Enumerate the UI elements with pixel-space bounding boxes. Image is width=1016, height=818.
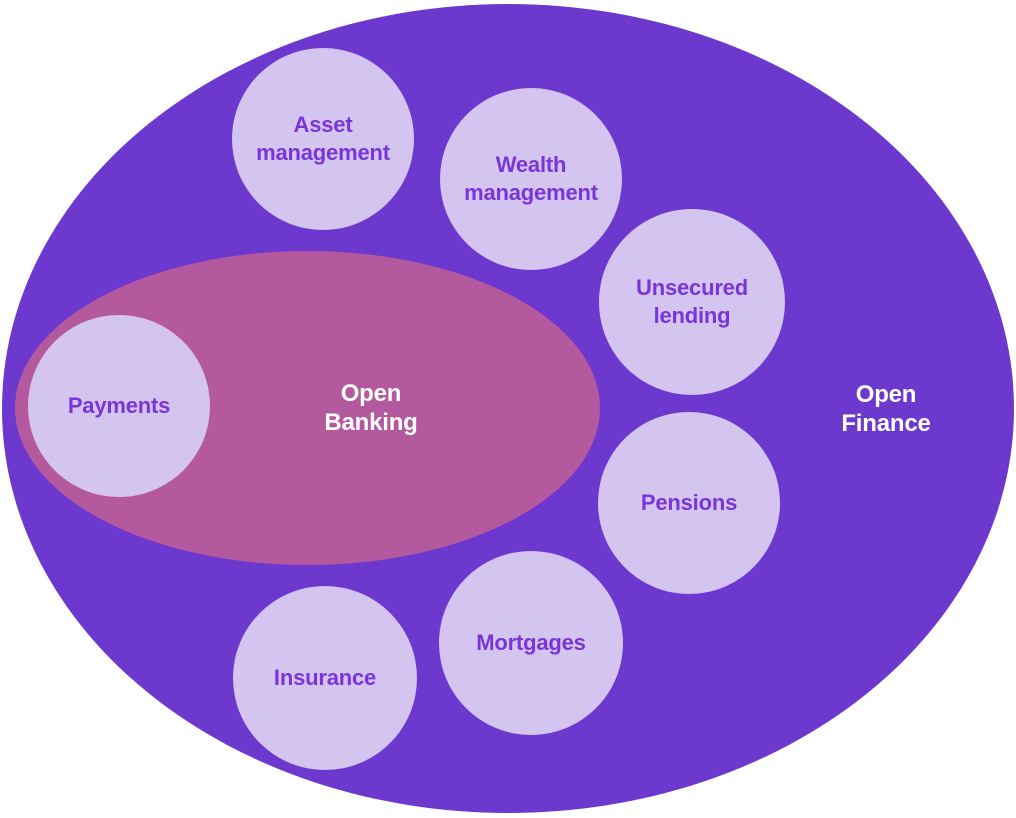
circle-asset-management: Asset management (232, 48, 414, 230)
pensions-label: Pensions (640, 490, 738, 515)
wealth-management-label: Wealth management (464, 152, 598, 205)
open-banking-label: Open Banking (324, 380, 418, 436)
circle-insurance: Insurance (233, 586, 417, 770)
asset-management-label: Asset management (256, 112, 390, 165)
circle-pensions: Pensions (598, 412, 780, 594)
open-finance-label: Open Finance (841, 381, 931, 437)
circle-unsecured-lending: Unsecured lending (599, 209, 785, 395)
circle-payments: Payments (28, 315, 210, 497)
mortgages-label: Mortgages (476, 630, 586, 655)
insurance-label: Insurance (273, 665, 377, 690)
circle-mortgages: Mortgages (439, 551, 623, 735)
unsecured-lending-label: Unsecured lending (636, 275, 748, 328)
circle-wealth-management: Wealth management (440, 88, 622, 270)
payments-label: Payments (67, 393, 171, 418)
